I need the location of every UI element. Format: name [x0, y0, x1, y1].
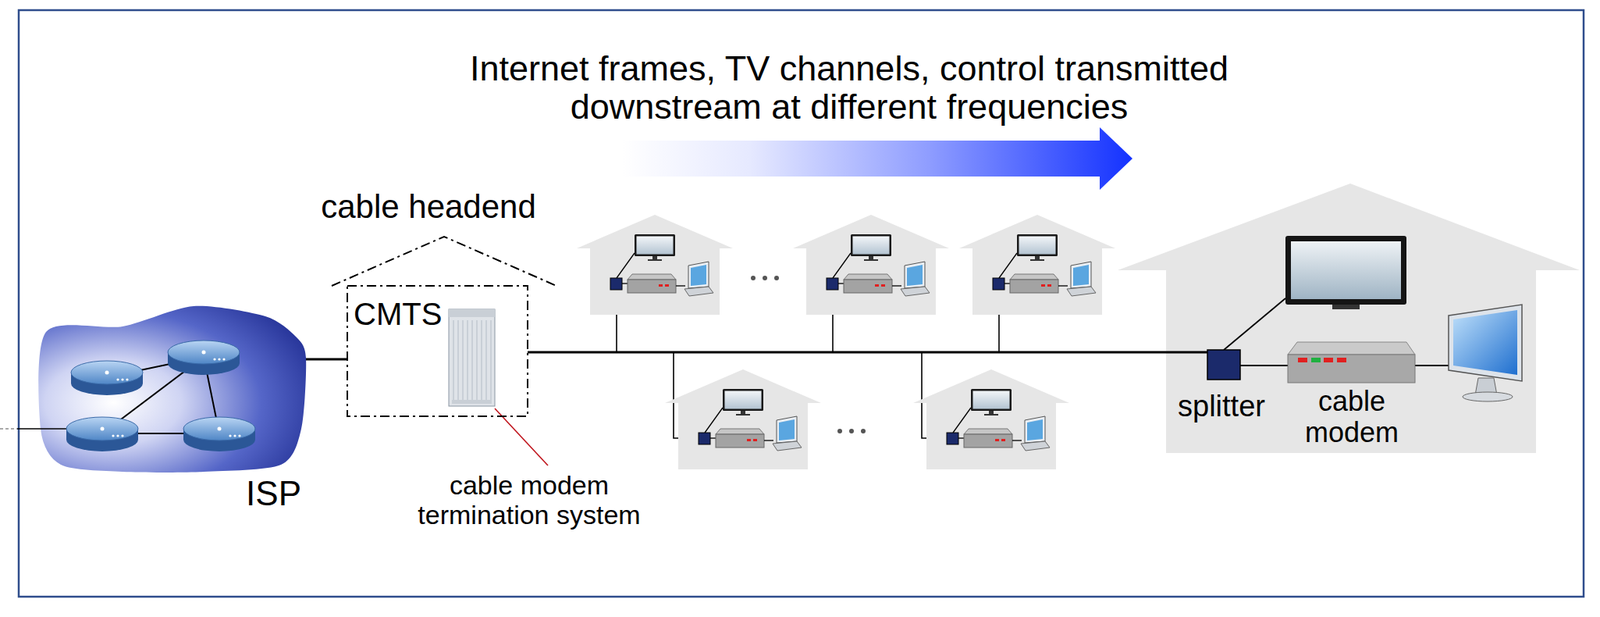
text-holder: cable modem — [1293, 385, 1411, 448]
downstream-arrow — [622, 127, 1133, 190]
splitter-icon — [1207, 349, 1241, 380]
cloud-shape — [38, 305, 306, 473]
computer-wire — [1415, 364, 1449, 367]
router-dot — [217, 426, 222, 431]
modem-lid — [1287, 341, 1416, 355]
text-holder: ISP — [207, 473, 302, 513]
modem-led — [1336, 357, 1347, 363]
monitor-base — [1462, 391, 1513, 402]
dot — [762, 275, 768, 281]
cable-wire — [1166, 351, 1208, 354]
label-holder: Internet frames, TV channels, control tr… — [419, 49, 1279, 126]
home-icon — [664, 369, 822, 470]
router-led — [233, 433, 236, 437]
dot — [750, 275, 756, 281]
modem-body — [1287, 354, 1416, 383]
tv-icon — [1285, 235, 1407, 310]
modem-led — [1297, 357, 1308, 363]
router-led — [213, 357, 216, 360]
modem-icon — [1287, 341, 1416, 383]
rack-top — [448, 309, 495, 317]
dot — [849, 428, 854, 434]
cable-link — [305, 358, 348, 361]
computer-icon — [1448, 304, 1522, 402]
roof-outline — [331, 236, 557, 286]
router-top — [66, 416, 139, 441]
building-outline — [347, 285, 528, 416]
tv-screen — [1290, 241, 1401, 299]
router-led — [116, 377, 119, 381]
modem-wire — [1240, 364, 1288, 367]
router-led — [125, 377, 128, 381]
router-top — [71, 360, 143, 384]
modem-led — [1323, 357, 1334, 363]
home-icon — [913, 369, 1070, 470]
dot — [837, 428, 843, 434]
router-led — [238, 433, 241, 437]
modem-led — [1311, 357, 1321, 363]
frame — [18, 10, 1584, 597]
rack-slot — [476, 320, 478, 400]
router-led — [120, 377, 124, 381]
headend-building: cable headendCMTS — [347, 285, 528, 416]
router-led — [120, 433, 124, 437]
router-dot — [100, 426, 105, 431]
tv-stand — [1332, 304, 1360, 310]
tv-frame — [1285, 235, 1407, 305]
building-heading: cable headend — [303, 188, 554, 226]
monitor-frame — [1448, 304, 1522, 381]
rack-slot — [467, 320, 469, 400]
rack-slot — [453, 320, 455, 400]
rack-body — [448, 309, 495, 406]
router-icon — [183, 416, 256, 452]
home-icon — [576, 214, 733, 315]
part-label: splitter — [1174, 389, 1269, 423]
isp-cloud: ISP — [23, 300, 306, 516]
external-link — [0, 427, 18, 429]
dot — [774, 275, 779, 281]
router-top — [183, 416, 256, 441]
cloud-label: ISP — [207, 473, 302, 513]
monitor-screen — [1453, 309, 1518, 375]
callout-label: cable modem termination system — [412, 469, 647, 530]
router-dot — [202, 350, 207, 355]
text-holder: cable headend — [303, 188, 554, 226]
home-icon — [959, 214, 1116, 315]
router-icon — [167, 340, 240, 375]
router-led — [222, 357, 225, 360]
router-led — [217, 357, 221, 360]
router-led — [228, 433, 232, 437]
router-dot — [105, 370, 110, 375]
rack-base — [451, 399, 492, 404]
home-building: splitter cable modem — [1166, 270, 1536, 453]
text-holder: CMTS — [353, 295, 448, 332]
rack-slot — [462, 320, 464, 400]
home-icon — [792, 214, 950, 315]
server-rack — [448, 309, 495, 406]
rack-slot — [472, 320, 473, 400]
rack-slot — [458, 320, 459, 400]
tv-wire — [1223, 298, 1286, 350]
cable-link — [527, 351, 1167, 354]
router-led — [111, 433, 114, 437]
rack-slot — [486, 320, 488, 400]
part-label: cable modem — [1293, 385, 1411, 448]
annotation: Internet frames, TV channels, control tr… — [419, 49, 1279, 126]
router-icon — [71, 360, 143, 395]
text-holder: splitter — [1174, 389, 1269, 423]
equipment-name: CMTS — [353, 295, 448, 332]
router-top — [167, 340, 240, 364]
label-holder: cable modem termination system — [412, 469, 647, 530]
dot — [860, 428, 866, 434]
router-led — [116, 433, 119, 437]
router-icon — [66, 416, 139, 452]
rack-slot — [481, 320, 483, 400]
router-network — [17, 340, 256, 452]
rack-slot — [490, 320, 492, 400]
external-link — [17, 427, 68, 430]
